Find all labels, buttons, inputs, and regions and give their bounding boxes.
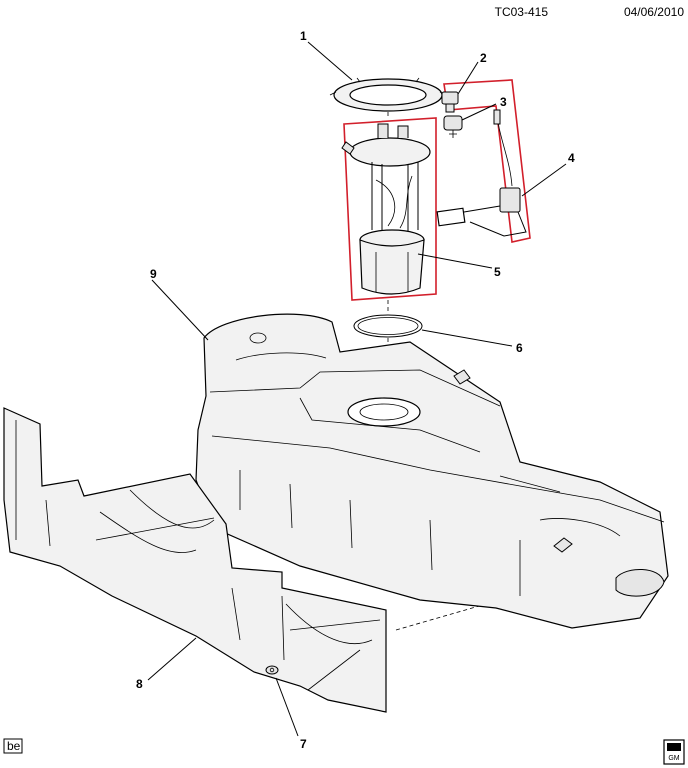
callout-4: 4 (568, 151, 575, 165)
electrical-connector (441, 91, 459, 113)
drawing-date: 04/06/2010 (624, 5, 684, 19)
fuel-pump-module (341, 123, 431, 295)
callout-3: 3 (500, 95, 507, 109)
pressure-regulator (443, 115, 463, 138)
leader-lines (147, 41, 567, 737)
fuel-tank (195, 313, 669, 629)
lock-ring (329, 77, 447, 112)
callout-5: 5 (494, 265, 501, 279)
drawing-code: TC03-415 (495, 5, 549, 19)
highlight-box-pump (343, 117, 437, 301)
fuel-level-sensor (436, 109, 527, 237)
callout-1: 1 (300, 29, 307, 43)
fastener-nut (265, 665, 279, 675)
callout-6: 6 (516, 341, 523, 355)
callout-7: 7 (300, 737, 307, 751)
callout-2: 2 (480, 51, 487, 65)
callout-8: 8 (136, 677, 143, 691)
heat-shield (3, 407, 387, 713)
view-badge (3, 738, 23, 754)
manufacturer-logo: GM (663, 739, 685, 765)
callout-9: 9 (150, 267, 157, 281)
fuel-tank-seal (353, 314, 423, 338)
view-badge-text: be (7, 739, 21, 753)
logo-text: GM (668, 755, 679, 762)
